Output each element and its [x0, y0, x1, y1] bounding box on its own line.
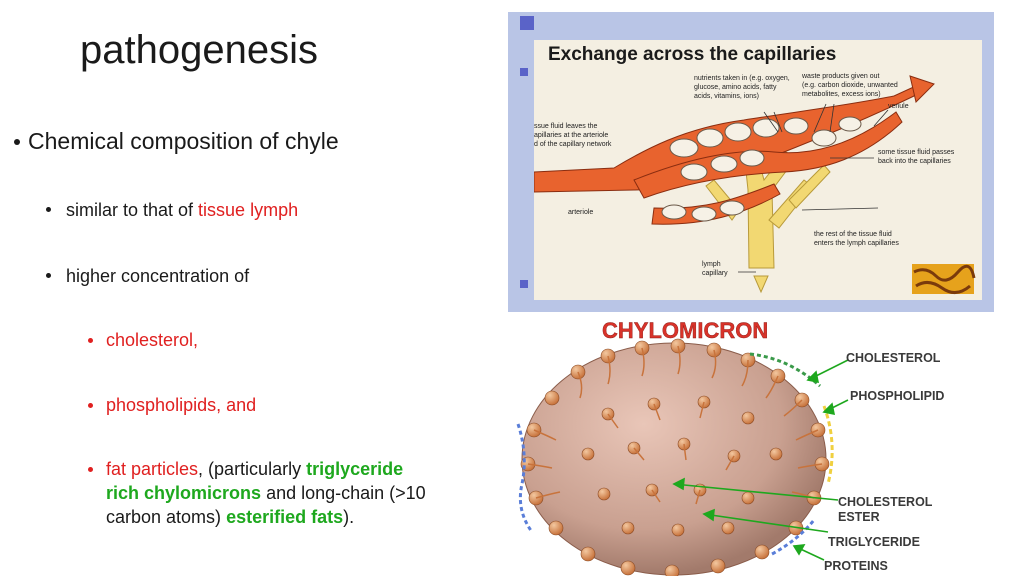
bullet-main: Chemical composition of chyle: [28, 128, 339, 154]
capillary-figure: Exchange across the capillaries nutrient…: [508, 12, 994, 312]
tissue-lymph-highlight: tissue lymph: [198, 200, 299, 220]
slide-title: pathogenesis: [80, 28, 318, 72]
panel-square: [520, 16, 534, 30]
phospholipid-tails: [527, 345, 823, 505]
bullet-dot: [88, 338, 93, 343]
bullet-dot: [46, 207, 51, 212]
capillary-heading: Exchange across the capillaries: [548, 44, 836, 65]
item-fat-line3: carbon atoms) esterified fats).: [106, 505, 354, 529]
nutrients-label: acids, vitamins, ions): [694, 93, 759, 100]
tissue-fluid-label: apillaries at the arteriole: [534, 132, 608, 139]
leader-lines: [738, 103, 889, 273]
item-cholesterol: cholesterol,: [106, 330, 199, 350]
lymph-capillary: [705, 149, 831, 269]
waste-label: waste products given out: [801, 73, 879, 80]
sub-bullet-similar: similar to that of tissue lymph: [66, 198, 298, 222]
bullet-dot: [88, 467, 93, 472]
chylomicron-heading: CHYLOMICRON: [602, 318, 768, 343]
arteriole-label: arteriole: [568, 209, 593, 216]
panel-square: [520, 68, 528, 76]
passes-back-label: some tissue fluid passes: [878, 149, 955, 156]
item-phospholipids: phospholipids, and: [106, 395, 257, 415]
triglyceride-highlight: triglyceride: [306, 459, 404, 479]
venule-arrow-icon: [909, 75, 935, 103]
chylomicrons-highlight: rich chylomicrons: [106, 483, 262, 503]
chylomicron-figure: CHYLOMICRON CHOL: [516, 318, 944, 576]
rest-fluid-label: enters the lymph capillaries: [814, 240, 899, 247]
item-fat-line2: rich chylomicrons and long-chain (>10: [106, 481, 426, 505]
label-cholesterol: CHOLESTEROL: [846, 351, 941, 365]
waste-label: (e.g. carbon dioxide, unwanted: [802, 82, 898, 89]
sub-bullet-higher: higher concentration of: [66, 266, 250, 286]
waste-label: metabolites, excess ions): [802, 91, 881, 98]
fat-text: carbon atoms): [106, 507, 227, 527]
label-cholesterol-ester: ESTER: [838, 510, 880, 524]
rest-fluid-label: the rest of the tissue fluid: [814, 231, 892, 238]
bullet-dot: [46, 273, 51, 278]
bullet-dot: [88, 403, 93, 408]
fat-text: and long-chain (>10: [261, 483, 426, 503]
texture-swatch: [912, 264, 976, 294]
label-phospholipid: PHOSPHOLIPID: [850, 389, 944, 403]
label-pointers: [672, 359, 849, 561]
label-cholesterol-ester: CHOLESTEROL: [838, 495, 933, 509]
tissue-fluid-label: d of the capillary network: [534, 141, 612, 148]
capillary-diagram: Exchange across the capillaries nutrient…: [533, 44, 976, 294]
fat-text: ).: [343, 507, 355, 527]
capillary-diagram-area: Exchange across the capillaries nutrient…: [533, 40, 982, 300]
tissue-fluid-label: ssue fluid leaves the: [534, 123, 598, 130]
venule-label: venule: [888, 103, 909, 110]
panel-square: [520, 280, 528, 288]
sub-bullet-similar-text: similar to that of: [66, 200, 199, 220]
tissue-cells: [661, 116, 862, 222]
nutrients-label: nutrients taken in (e.g. oxygen,: [694, 75, 790, 82]
fat-particles-highlight: fat particles: [106, 459, 199, 479]
esterified-fats-highlight: esterified fats: [226, 507, 344, 527]
nutrients-label: glucose, amino acids, fatty: [694, 84, 777, 91]
fat-text: , (particularly: [198, 459, 307, 479]
bullet-dot: [14, 139, 20, 145]
lymph-capillary-label: capillary: [702, 270, 728, 277]
item-fat-line1: fat particles, (particularly triglycerid…: [106, 457, 403, 481]
lymph-flow-arrow: [753, 275, 769, 294]
passes-back-label: back into the capillaries: [878, 158, 951, 165]
label-proteins: PROTEINS: [824, 559, 888, 573]
label-triglyceride: TRIGLYCERIDE: [828, 535, 920, 549]
lymph-capillary-label: lymph: [702, 261, 721, 268]
